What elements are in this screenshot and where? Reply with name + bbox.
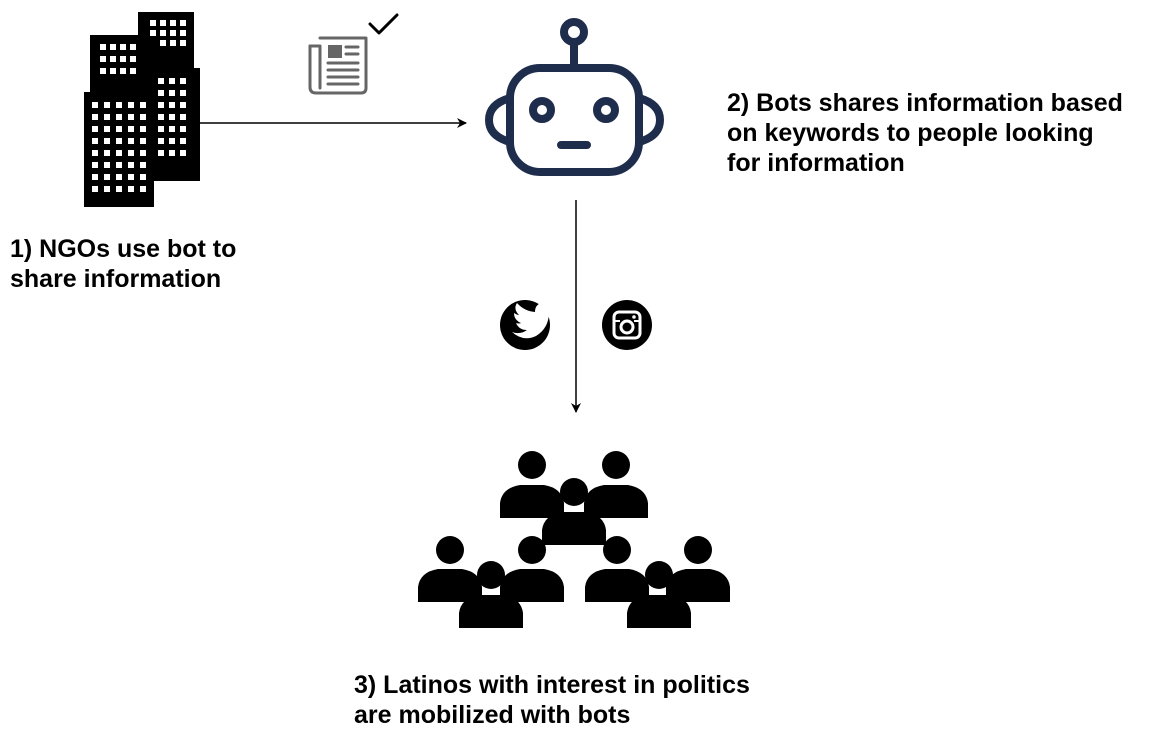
checkmark-icon — [368, 13, 399, 35]
step-1-label: 1) NGOs use bot to share information — [10, 234, 236, 294]
step-3-label: 3) Latinos with interest in politics are… — [354, 670, 750, 730]
twitter-icon — [500, 300, 552, 350]
step-1-line-2: share information — [10, 265, 222, 293]
newspaper-document-icon — [308, 36, 368, 95]
step-2-label: 2) Bots shares information based on keyw… — [727, 88, 1123, 178]
step-3-line-2: are mobilized with bots — [354, 701, 631, 729]
step-2-line-1: 2) Bots shares information based — [727, 89, 1123, 117]
step-3-line-1: 3) Latinos with interest in politics — [354, 671, 750, 699]
step-2-line-2: on keywords to people looking — [727, 119, 1094, 147]
step-1-line-1: 1) NGOs use bot to — [10, 235, 237, 263]
step-2-line-3: for information — [727, 149, 905, 177]
office-buildings-icon — [84, 12, 200, 207]
robot-icon — [485, 18, 664, 176]
people-group-icon — [418, 451, 730, 628]
instagram-icon — [602, 300, 652, 350]
